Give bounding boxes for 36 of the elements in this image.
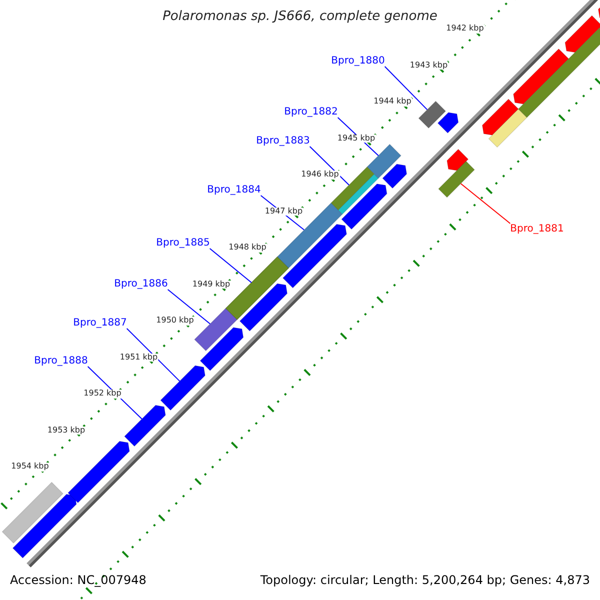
scale-label: 1948 kbp <box>228 244 268 252</box>
feature-block <box>366 144 402 179</box>
scale-label: 1945 kbp <box>336 134 376 143</box>
leader-line <box>309 146 350 186</box>
gene-label: Bpro_1883 <box>256 136 310 146</box>
scale-label: 1949 kbp <box>191 280 232 289</box>
scale-label: 1951 kbp <box>118 353 159 362</box>
feature-block <box>438 160 475 198</box>
scale-label: 1944 kbp <box>372 98 412 106</box>
gene-label: Bpro_1882 <box>284 106 338 118</box>
scale-label: 1954 kbp <box>10 462 50 472</box>
gene-label: Bpro_1885 <box>156 238 210 248</box>
feature-block <box>418 100 446 129</box>
gene-label: Bpro_1888 <box>34 356 88 366</box>
genome-stats-text: Topology: circular; Length: 5,200,264 bp; Genes: 4,873 <box>260 574 590 588</box>
gene-label: Bpro_1881 <box>510 224 564 234</box>
gene-feature <box>160 365 206 411</box>
scale-label: 1943 kbp <box>408 61 449 70</box>
scale-label: 1953 kbp <box>46 426 86 435</box>
scale-label: 1950 kbp <box>155 316 195 326</box>
gene-label: Bpro_1886 <box>114 278 168 290</box>
leader-line <box>384 66 428 110</box>
scale-label: 1942 kbp <box>445 24 485 34</box>
scale-label: 1952 kbp <box>82 390 122 398</box>
gene-feature <box>124 404 166 447</box>
leader-line <box>126 328 180 382</box>
gene-label: Bpro_1884 <box>207 184 261 196</box>
scale-label: 1946 kbp <box>300 170 340 180</box>
gene-label: Bpro_1880 <box>331 56 385 66</box>
accession-text: Accession: NC_007948 <box>10 574 146 588</box>
gene-label: Bpro_1887 <box>73 318 127 328</box>
map-title: Polaromonas sp. JS666, complete genome <box>162 10 438 24</box>
feature-block <box>194 308 238 352</box>
leader-line <box>209 248 252 284</box>
leader-line <box>460 183 511 224</box>
leader-line <box>167 289 211 324</box>
